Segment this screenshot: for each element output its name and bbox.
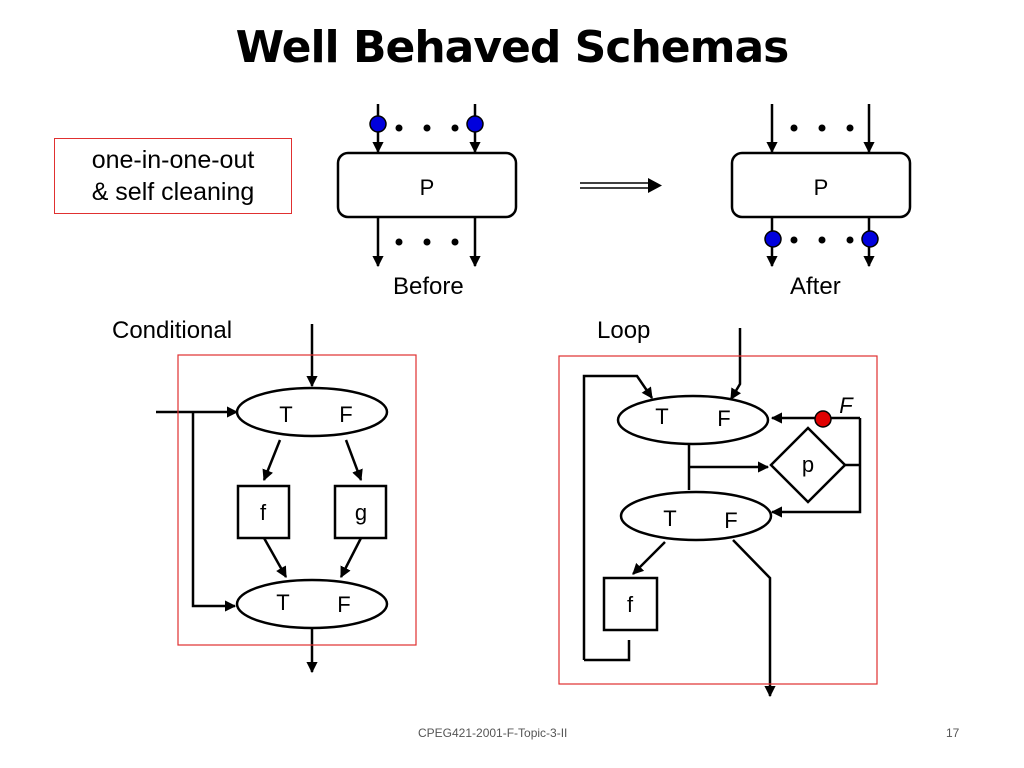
callout-line-1: one-in-one-out (91, 146, 255, 174)
callout-line-2: & self cleaning (91, 178, 255, 206)
conditional-label: Conditional (112, 317, 233, 344)
loop-frame (558, 355, 878, 685)
loop-predicate-diamond (769, 426, 847, 504)
loop-true-arrow (632, 541, 666, 575)
transform-arrow-head (648, 178, 662, 193)
after-box-label: P (814, 175, 829, 200)
slide-title: Well Behaved Schemas (235, 22, 790, 73)
cond-top-t-label: T (279, 402, 292, 427)
loop-mid-t-label: T (663, 506, 676, 531)
cond-f-box (236, 484, 291, 540)
transform-arrow (580, 182, 652, 189)
footer-text: CPEG421-2001-F-Topic-3-II (418, 726, 568, 740)
cond-top-switch (235, 386, 389, 438)
loop-label: Loop (597, 317, 651, 344)
cond-bottom-merge (235, 578, 389, 630)
loop-top-f-label: F (717, 406, 730, 431)
page-number: 17 (946, 726, 960, 740)
callout-box: one-in-one-out & self cleaning (54, 138, 292, 214)
loop-back-path-arrow (582, 374, 654, 660)
before-label: Before (393, 273, 464, 300)
loop-schema (582, 328, 862, 698)
before-process-box (336, 151, 518, 219)
cond-false-arrow (344, 439, 363, 482)
after-process-box (730, 151, 912, 219)
after-out-right-token (861, 230, 879, 248)
loop-top-merge (616, 394, 770, 446)
cond-bottom-f-label: F (337, 592, 350, 617)
cond-f-out-arrow (262, 537, 288, 578)
cond-g-out-arrow (339, 537, 363, 579)
loop-top-t-label: T (655, 404, 668, 429)
loop-diamond-label: p (802, 452, 814, 477)
loop-entry-arrow (729, 328, 742, 400)
loop-back-path-bottom (584, 640, 631, 662)
cond-top-f-label: F (339, 402, 352, 427)
before-in-left-token (369, 115, 387, 133)
conditional-frame (177, 354, 417, 646)
before-in-right-token (466, 115, 484, 133)
before-box-label: P (420, 175, 435, 200)
cond-true-arrow (262, 439, 282, 482)
loop-false-token (814, 410, 832, 428)
after-out-left-token (764, 230, 782, 248)
cond-bottom-t-label: T (276, 590, 289, 615)
conditional-schema (156, 324, 389, 674)
cond-predicate-bypass-arrow (191, 412, 237, 612)
loop-predicate-to-mid-arrow (770, 418, 862, 518)
loop-token-label: F (839, 393, 854, 418)
cond-g-box-label: g (355, 500, 367, 525)
cond-f-box-label: f (260, 500, 267, 525)
after-label: After (790, 273, 841, 300)
tokens (369, 115, 879, 428)
loop-mid-f-label: F (724, 508, 737, 533)
loop-mid-switch (619, 490, 773, 542)
loop-exit-arrow (732, 539, 776, 698)
ellipsis-dots (395, 124, 854, 246)
loop-f-box (602, 576, 659, 632)
loop-f-box-label: f (627, 592, 634, 617)
